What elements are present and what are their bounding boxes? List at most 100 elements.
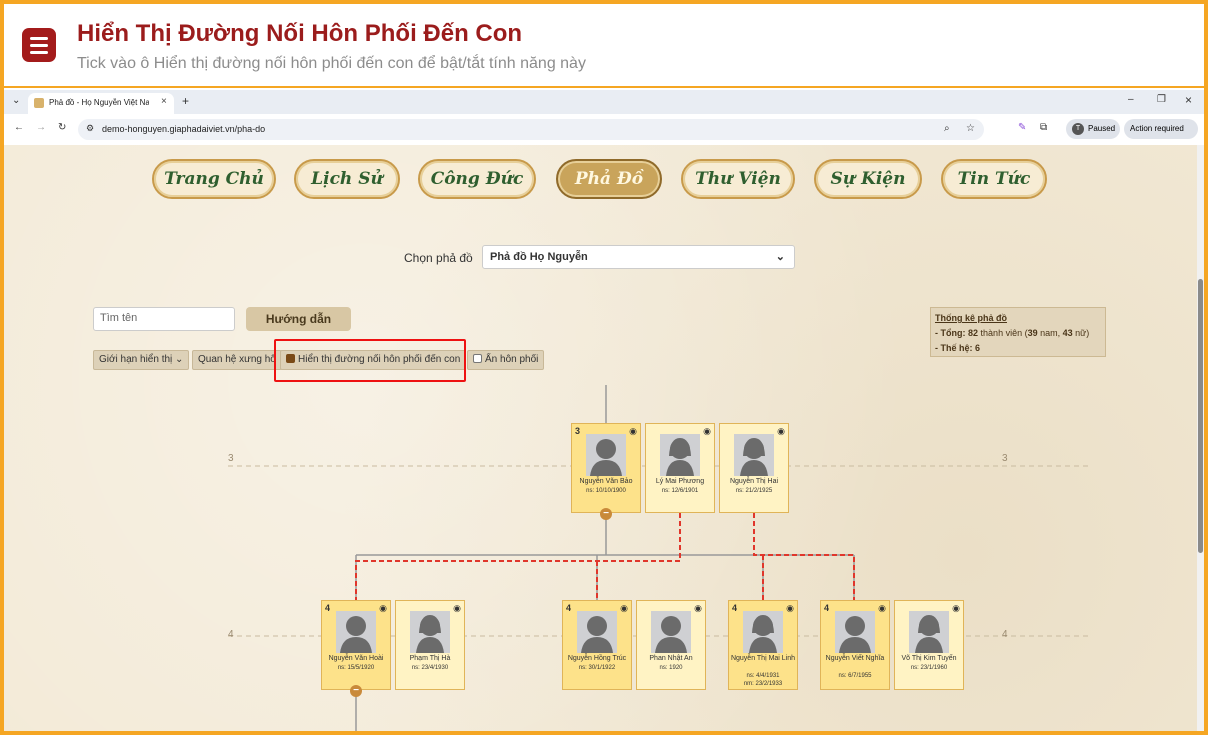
nav-item[interactable]: Thư Viện xyxy=(681,159,795,199)
tab-title: Phả đồ - Họ Nguyễn Việt Nam xyxy=(49,98,149,107)
tutorial-header: Hiển Thị Đường Nối Hôn Phối Đến Con Tick… xyxy=(4,4,1204,88)
scrollbar-thumb[interactable] xyxy=(1198,279,1203,553)
nav-item[interactable]: Lịch Sử xyxy=(294,159,400,199)
nav-item[interactable]: Trang Chủ xyxy=(152,159,276,199)
generation-label: 3 xyxy=(1002,453,1008,464)
male-avatar-icon xyxy=(577,611,617,653)
eye-icon[interactable]: ◉ xyxy=(952,603,960,613)
eye-icon[interactable]: ◉ xyxy=(629,426,637,436)
display-limit-select[interactable]: Giới hạn hiển thị ⌄ xyxy=(93,350,190,370)
eye-icon[interactable]: ◉ xyxy=(878,603,886,613)
nav-item[interactable]: Sự Kiện xyxy=(814,159,922,199)
generation-label: 4 xyxy=(1002,629,1008,640)
page-title: Hiển Thị Đường Nối Hôn Phối Đến Con xyxy=(77,20,523,47)
search-input[interactable]: Tìm tên xyxy=(93,307,235,331)
generation-number: 3 xyxy=(575,426,581,436)
generation-number: 4 xyxy=(566,603,572,613)
generation-label: 4 xyxy=(228,629,234,640)
person-dates: nm: 23/2/1933 xyxy=(743,681,783,687)
male-avatar-icon xyxy=(336,611,376,653)
collapse-icon[interactable]: − xyxy=(350,685,362,697)
zoom-icon[interactable]: ⌕ xyxy=(944,123,950,134)
person-dates: ns: 15/5/1920 xyxy=(337,665,375,671)
person-dates: ns: 23/4/1930 xyxy=(411,665,449,671)
female-avatar-icon xyxy=(743,611,783,653)
maximize-icon[interactable]: ❐ xyxy=(1157,94,1166,105)
address-bar[interactable]: ⚙ demo-honguyen.giaphadaiviet.vn/pha-do … xyxy=(78,119,984,140)
eye-icon[interactable]: ◉ xyxy=(620,603,628,613)
nav-item[interactable]: Tin Tức xyxy=(941,159,1047,199)
tab-bar: ⌄ Phả đồ - Họ Nguyễn Việt Nam × + – ❐ × xyxy=(4,90,1204,114)
generation-number: 4 xyxy=(325,603,331,613)
avatar: T xyxy=(1072,123,1084,135)
chart-select[interactable]: Phả đồ Họ Nguyễn ⌄ xyxy=(482,245,795,269)
nav-item[interactable]: Công Đức xyxy=(418,159,536,199)
reload-icon[interactable]: ↻ xyxy=(58,122,67,133)
eye-icon[interactable]: ◉ xyxy=(453,603,461,613)
close-window-icon[interactable]: × xyxy=(1185,93,1193,107)
tree-lines xyxy=(228,385,1090,731)
forward-icon[interactable]: → xyxy=(36,122,46,133)
show-spouse-lines-option[interactable]: Hiển thị đường nối hôn phối đến con xyxy=(280,350,467,370)
chart-select-label: Chọn phả đồ xyxy=(404,251,473,265)
male-avatar-icon xyxy=(651,611,691,653)
person-name: Phạm Thị Hà xyxy=(409,655,451,662)
person-card[interactable]: ◉ Phạm Thị Hà ns: 23/4/1930 xyxy=(395,600,465,690)
nav-item[interactable]: Phả Đồ xyxy=(556,159,662,199)
person-card[interactable]: ◉ Nguyễn Thị Hai ns: 21/2/1925 xyxy=(719,423,789,513)
minimize-icon[interactable]: – xyxy=(1128,94,1134,105)
stats-title[interactable]: Thống kê phả đồ xyxy=(935,313,1007,323)
list-icon xyxy=(22,28,56,62)
person-dates: ns: 23/1/1960 xyxy=(910,665,948,671)
show-lines-checkbox[interactable] xyxy=(286,354,295,363)
favicon-icon xyxy=(34,98,44,108)
collapse-icon[interactable]: − xyxy=(600,508,612,520)
person-dates: ns: 12/6/1901 xyxy=(661,488,699,494)
male-avatar-icon xyxy=(586,434,626,476)
eye-icon[interactable]: ◉ xyxy=(379,603,387,613)
profile-button[interactable]: T Paused xyxy=(1066,119,1120,139)
back-icon[interactable]: ← xyxy=(14,122,24,133)
person-name: Nguyễn Văn Bảo xyxy=(579,478,633,485)
scrollbar[interactable] xyxy=(1197,145,1204,731)
new-tab-icon[interactable]: + xyxy=(182,94,190,108)
guide-button[interactable]: Hướng dẫn xyxy=(246,307,351,331)
close-tab-icon[interactable]: × xyxy=(161,96,167,107)
person-dates: ns: 30/1/1922 xyxy=(578,665,616,671)
hide-spouse-checkbox[interactable] xyxy=(473,354,482,363)
address-row: ← → ↻ ⚙ demo-honguyen.giaphadaiviet.vn/p… xyxy=(4,114,1204,145)
generation-label: 3 xyxy=(228,453,234,464)
person-card[interactable]: 4 ◉ Nguyễn Hồng Trúc ns: 30/1/1922 xyxy=(562,600,632,690)
eye-icon[interactable]: ◉ xyxy=(777,426,785,436)
hide-spouse-option[interactable]: Ẩn hôn phối xyxy=(467,350,545,370)
url-text: demo-honguyen.giaphadaiviet.vn/pha-do xyxy=(102,124,266,134)
eye-icon[interactable]: ◉ xyxy=(786,603,794,613)
person-name: Nguyễn Thị Mai Linh xyxy=(730,655,796,662)
site-info-icon[interactable]: ⚙ xyxy=(86,123,95,133)
frame: Hiển Thị Đường Nối Hôn Phối Đến Con Tick… xyxy=(4,4,1204,731)
eye-icon[interactable]: ◉ xyxy=(703,426,711,436)
person-name: Phan Nhật An xyxy=(649,655,693,662)
person-name: Lý Mai Phương xyxy=(655,478,705,485)
extension-pen-icon[interactable]: ✎ xyxy=(1018,122,1027,133)
tab-list-icon[interactable]: ⌄ xyxy=(12,95,21,106)
browser-chrome: ⌄ Phả đồ - Họ Nguyễn Việt Nam × + – ❐ × … xyxy=(4,90,1204,145)
action-required-button[interactable]: Action required xyxy=(1124,119,1198,139)
stats-panel: Thống kê phả đồ - Tổng: 82 thành viên (3… xyxy=(930,307,1106,357)
eye-icon[interactable]: ◉ xyxy=(694,603,702,613)
generation-number: 4 xyxy=(732,603,738,613)
bookmark-star-icon[interactable]: ☆ xyxy=(966,123,975,134)
generation-number: 4 xyxy=(824,603,830,613)
person-card[interactable]: ◉ Lý Mai Phương ns: 12/6/1901 xyxy=(645,423,715,513)
person-dates: ns: 21/2/1925 xyxy=(735,488,773,494)
person-name: Nguyễn Hồng Trúc xyxy=(567,655,627,662)
person-name: Nguyễn Thị Hai xyxy=(729,478,779,485)
browser-tab[interactable]: Phả đồ - Họ Nguyễn Việt Nam × xyxy=(28,93,174,114)
extensions-icon[interactable]: ⧉ xyxy=(1040,122,1048,133)
